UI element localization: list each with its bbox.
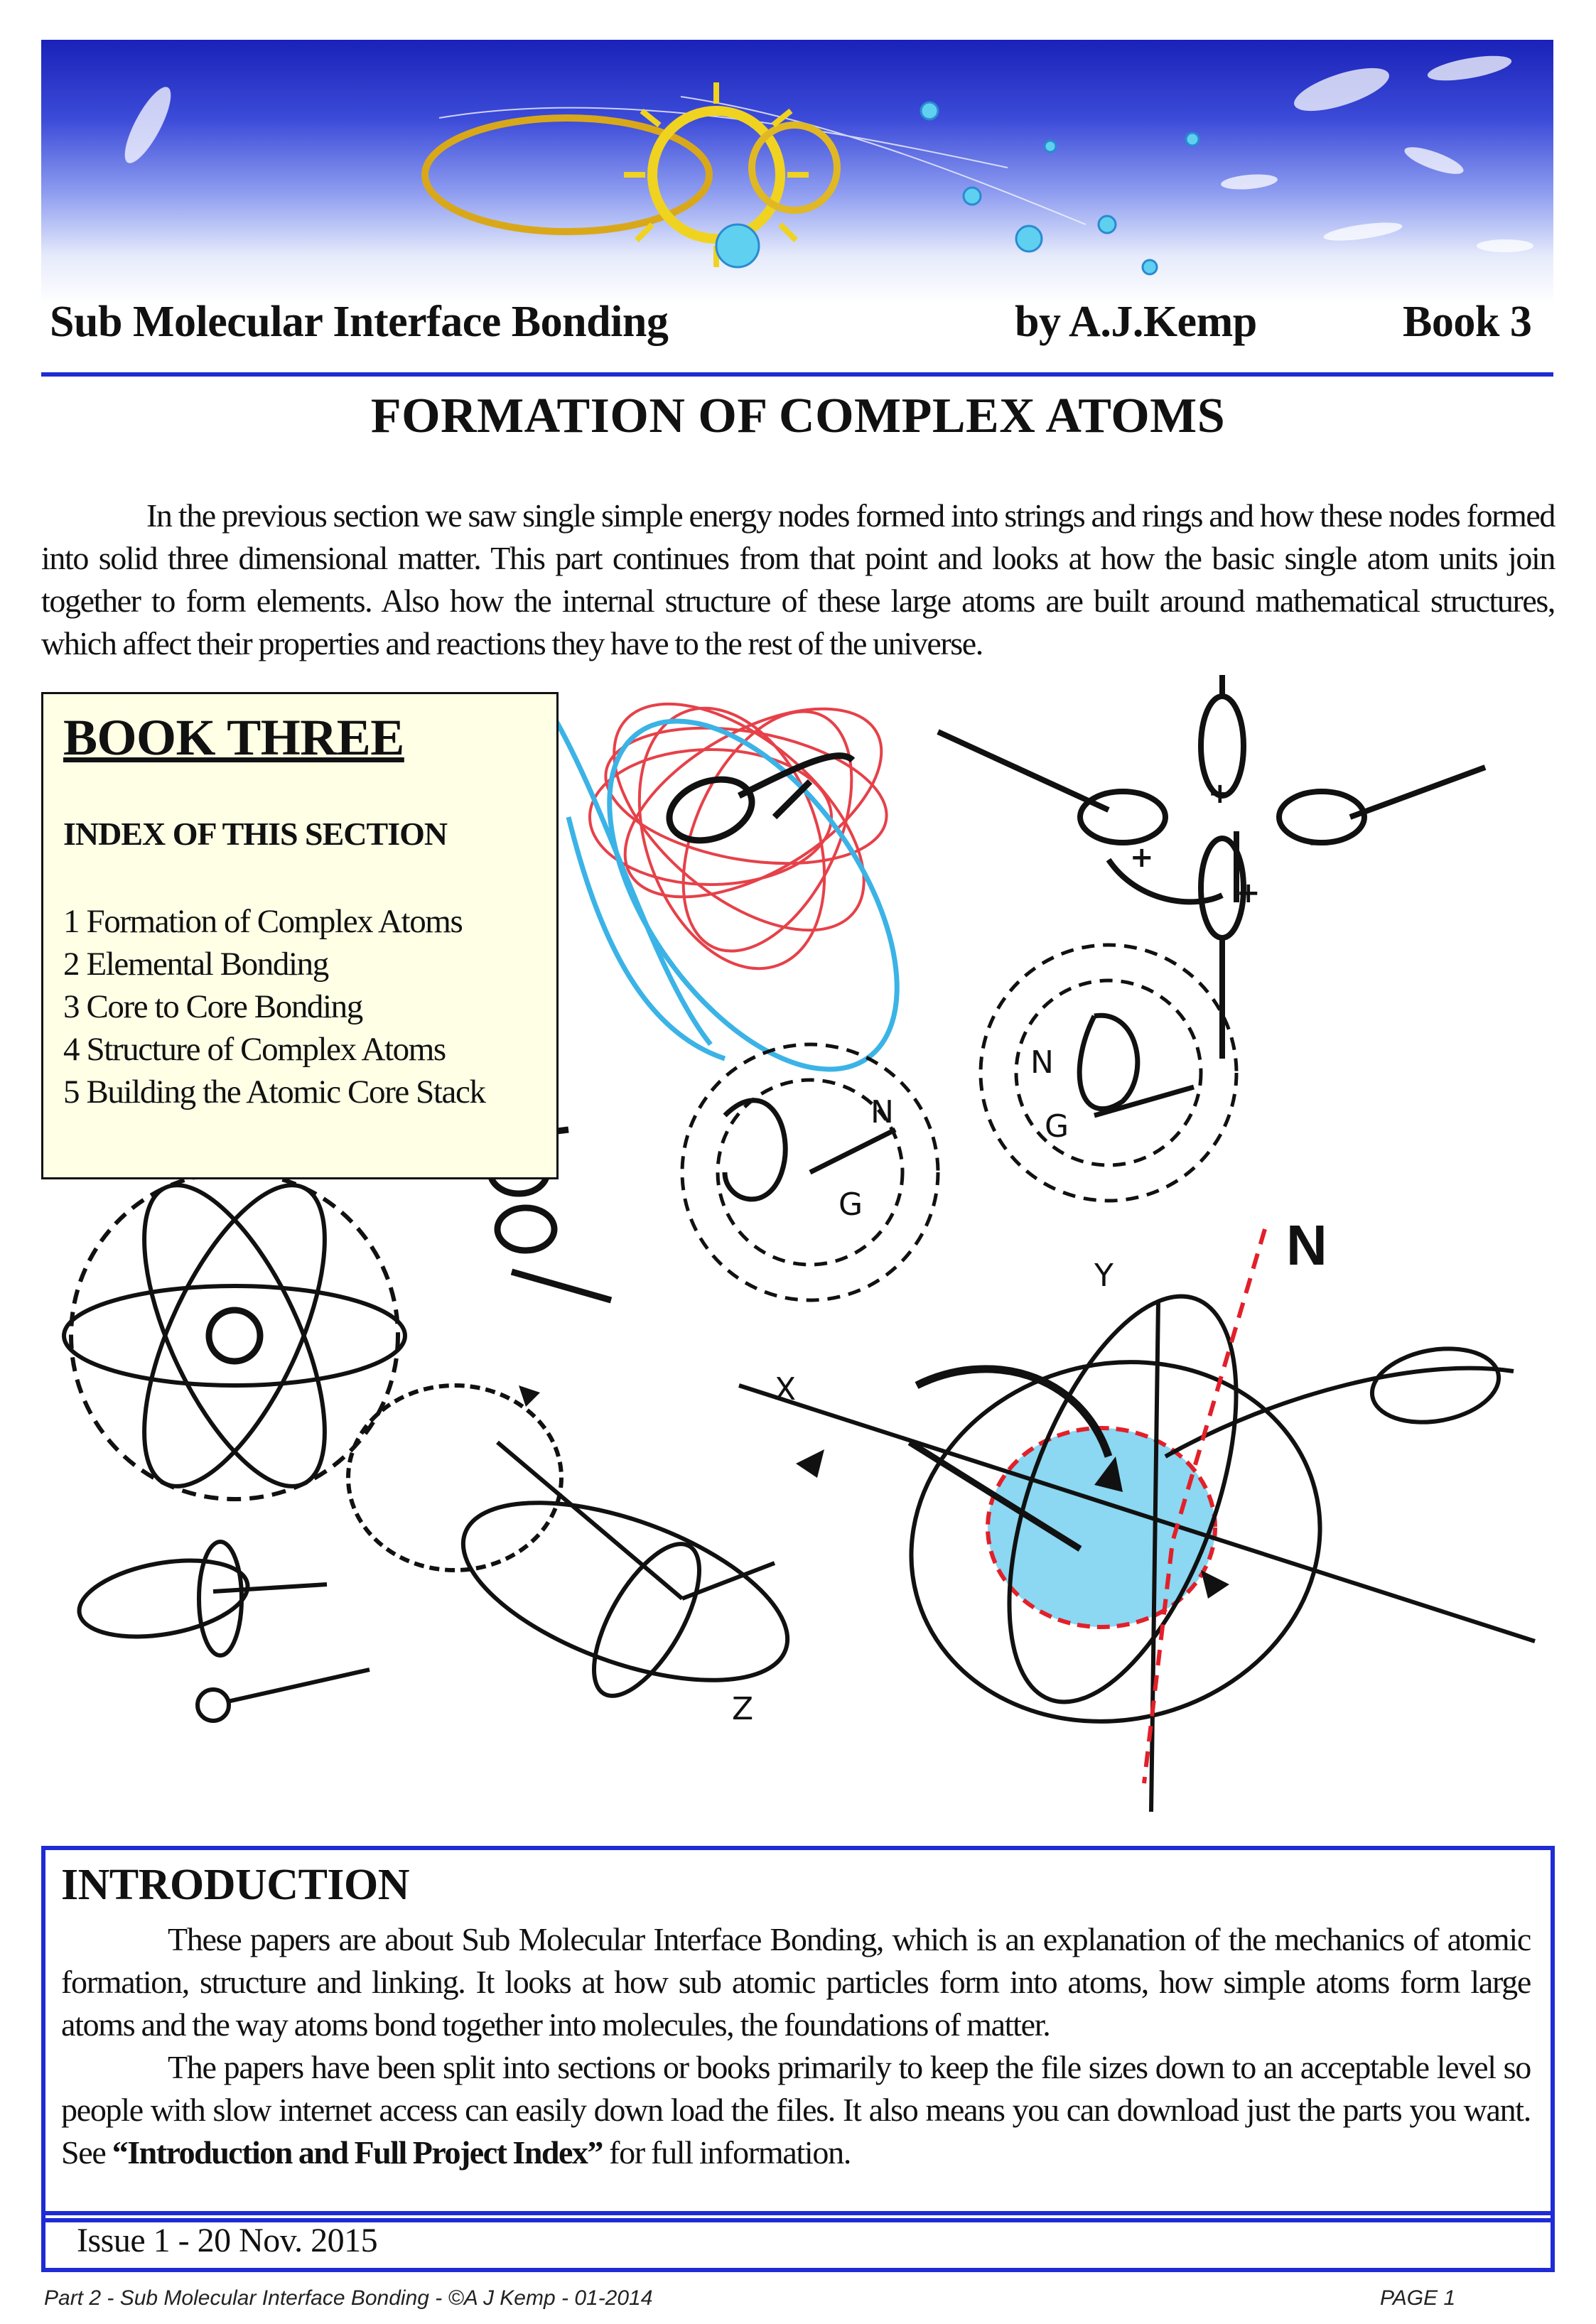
z-axis-label: Z [732, 1691, 753, 1727]
author: by A.J.Kemp [1015, 298, 1257, 346]
project-index-reference: “Introduction and Full Project Index” [112, 2134, 604, 2171]
atomic-structure-illustration: + + + − N G N G X Y Z N [62, 675, 1536, 1812]
fuzzy-loop-structure [346, 1383, 790, 1698]
plus-sign-bottom: + [1236, 877, 1261, 909]
series-title: Sub Molecular Interface Bonding [50, 298, 669, 346]
introduction-body: These papers are about Sub Molecular Int… [61, 1918, 1531, 2174]
page-number: PAGE 1 [1380, 2286, 1456, 2310]
introduction-paragraph-2: The papers have been split into sections… [61, 2046, 1531, 2174]
g-small-label-right: G [1045, 1108, 1069, 1145]
core-loops [738, 1294, 1536, 1812]
index-item: 2 Elemental Bonding [63, 946, 329, 983]
index-item: 4 Structure of Complex Atoms [63, 1031, 446, 1068]
opening-paragraph-text: In the previous section we saw single si… [41, 497, 1555, 661]
paragraph-2-end: for full information. [602, 2134, 851, 2171]
index-item: 1 Formation of Complex Atoms [63, 903, 463, 940]
plus-sign-left: + [1130, 841, 1154, 874]
plus-sign-top: + [1208, 777, 1232, 810]
n-small-label-right: N [1030, 1044, 1054, 1081]
footer-left: Part 2 - Sub Molecular Interface Bonding… [44, 2286, 653, 2310]
header-banner-image [41, 40, 1553, 304]
orbit-atom-left [62, 1170, 407, 1723]
issue-box: Issue 1 - 20 Nov. 2015 [41, 2211, 1555, 2272]
g-small-label-left: G [839, 1187, 863, 1223]
book-number: Book 3 [1403, 298, 1532, 346]
introduction-paragraph-1: These papers are about Sub Molecular Int… [61, 1921, 1531, 2043]
cyan-loops [551, 716, 900, 1072]
north-label: N [1286, 1214, 1327, 1277]
index-item: 3 Core to Core Bonding [63, 988, 363, 1025]
index-subtitle: INDEX OF THIS SECTION [63, 816, 448, 852]
introduction-heading: INTRODUCTION [61, 1861, 410, 1909]
page-title: FORMATION OF COMPLEX ATOMS [370, 389, 1226, 443]
index-box: BOOK THREE INDEX OF THIS SECTION 1 Forma… [41, 692, 559, 1179]
header-rule [41, 372, 1553, 377]
atomic-core-cyan [986, 1426, 1217, 1629]
index-item: 5 Building the Atomic Core Stack [63, 1074, 486, 1110]
opening-paragraph: In the previous section we saw single si… [41, 494, 1555, 665]
four-way-node-structure [937, 675, 1487, 1059]
issue-date: Issue 1 - 20 Nov. 2015 [77, 2222, 378, 2259]
n-small-label-left: N [870, 1094, 894, 1130]
introduction-box: INTRODUCTION These papers are about Sub … [41, 1846, 1555, 2222]
index-title: BOOK THREE [63, 709, 404, 766]
minus-sign-right: − [1307, 827, 1332, 860]
red-ring-cluster [588, 702, 888, 971]
paragraph-2-start: The papers have been split into sections… [61, 2049, 1531, 2171]
y-axis-label: Y [1094, 1258, 1114, 1294]
index-list: 1 Formation of Complex Atoms 2 Elemental… [63, 900, 486, 1113]
dashed-atom-pair [680, 943, 1239, 1302]
